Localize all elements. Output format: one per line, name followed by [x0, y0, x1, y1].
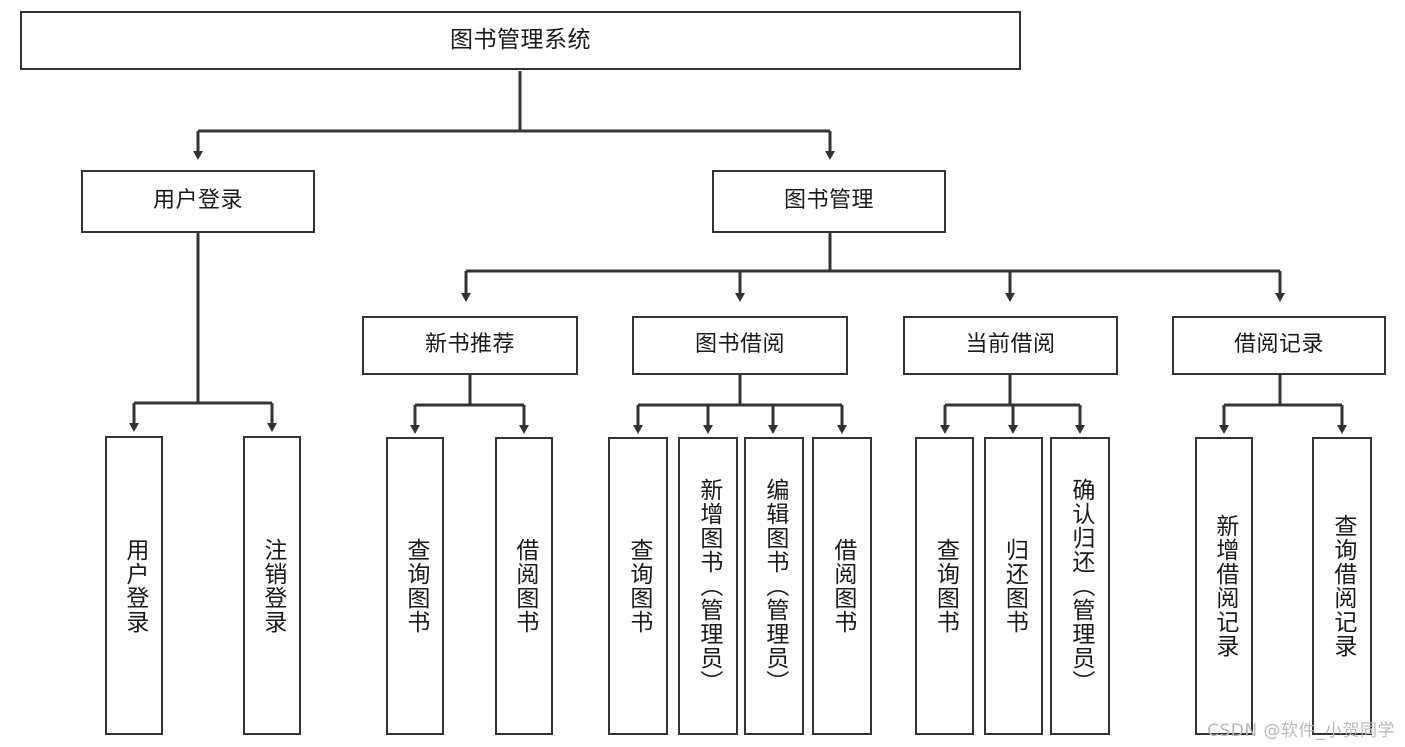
leaf-borrow-books-borrow-label: 借阅图书 [829, 538, 856, 634]
node-book-management[interactable]: 图书管理 [712, 170, 946, 233]
node-book-borrow-label: 图书借阅 [694, 332, 785, 358]
leaf-confirm-return-admin[interactable]: 确认归还（管理员） [1050, 437, 1110, 735]
leaf-confirm-return-admin-label: 确认归还（管理员） [1067, 478, 1094, 694]
leaf-borrow-books-borrow[interactable]: 借阅图书 [812, 437, 872, 735]
leaf-borrow-books-newbook-label: 借阅图书 [511, 538, 538, 634]
leaf-query-books-current-label: 查询图书 [932, 538, 959, 634]
node-borrow-records-label: 借阅记录 [1233, 332, 1324, 358]
leaf-query-books-borrow-label: 查询图书 [625, 538, 652, 634]
node-borrow-records[interactable]: 借阅记录 [1172, 316, 1386, 375]
leaf-query-borrow-record[interactable]: 查询借阅记录 [1312, 437, 1372, 735]
leaf-query-books-current[interactable]: 查询图书 [915, 437, 974, 735]
node-current-borrow-label: 当前借阅 [965, 332, 1056, 358]
leaf-edit-book-admin[interactable]: 编辑图书（管理员） [744, 437, 804, 735]
leaf-query-books-borrow[interactable]: 查询图书 [608, 437, 668, 735]
leaf-return-books[interactable]: 归还图书 [984, 437, 1043, 735]
leaf-edit-book-admin-label: 编辑图书（管理员） [761, 478, 788, 694]
node-new-book-recommend[interactable]: 新书推荐 [362, 316, 578, 375]
leaf-add-book-admin-label: 新增图书（管理员） [695, 478, 722, 694]
node-root[interactable]: 图书管理系统 [20, 11, 1021, 70]
leaf-add-borrow-record[interactable]: 新增借阅记录 [1195, 437, 1253, 735]
leaf-logout[interactable]: 注销登录 [243, 436, 301, 735]
leaf-query-books-newbook[interactable]: 查询图书 [386, 437, 444, 735]
node-book-borrow[interactable]: 图书借阅 [632, 316, 848, 375]
leaf-query-books-newbook-label: 查询图书 [402, 538, 429, 634]
node-book-management-label: 图书管理 [783, 188, 874, 214]
node-new-book-recommend-label: 新书推荐 [424, 332, 515, 358]
leaf-add-borrow-record-label: 新增借阅记录 [1211, 514, 1238, 658]
leaf-query-borrow-record-label: 查询借阅记录 [1329, 514, 1356, 658]
node-user-login-label: 用户登录 [152, 188, 243, 214]
leaf-user-login[interactable]: 用户登录 [105, 436, 163, 735]
watermark-text: CSDN @软件_小贺同学 [1207, 721, 1395, 741]
leaf-return-books-label: 归还图书 [1001, 538, 1028, 634]
leaf-logout-label: 注销登录 [259, 537, 286, 634]
leaf-add-book-admin[interactable]: 新增图书（管理员） [678, 437, 738, 735]
node-user-login[interactable]: 用户登录 [81, 170, 315, 233]
leaf-user-login-label: 用户登录 [121, 537, 148, 634]
node-root-label: 图书管理系统 [450, 26, 591, 53]
leaf-borrow-books-newbook[interactable]: 借阅图书 [495, 437, 553, 735]
node-current-borrow[interactable]: 当前借阅 [903, 316, 1118, 375]
